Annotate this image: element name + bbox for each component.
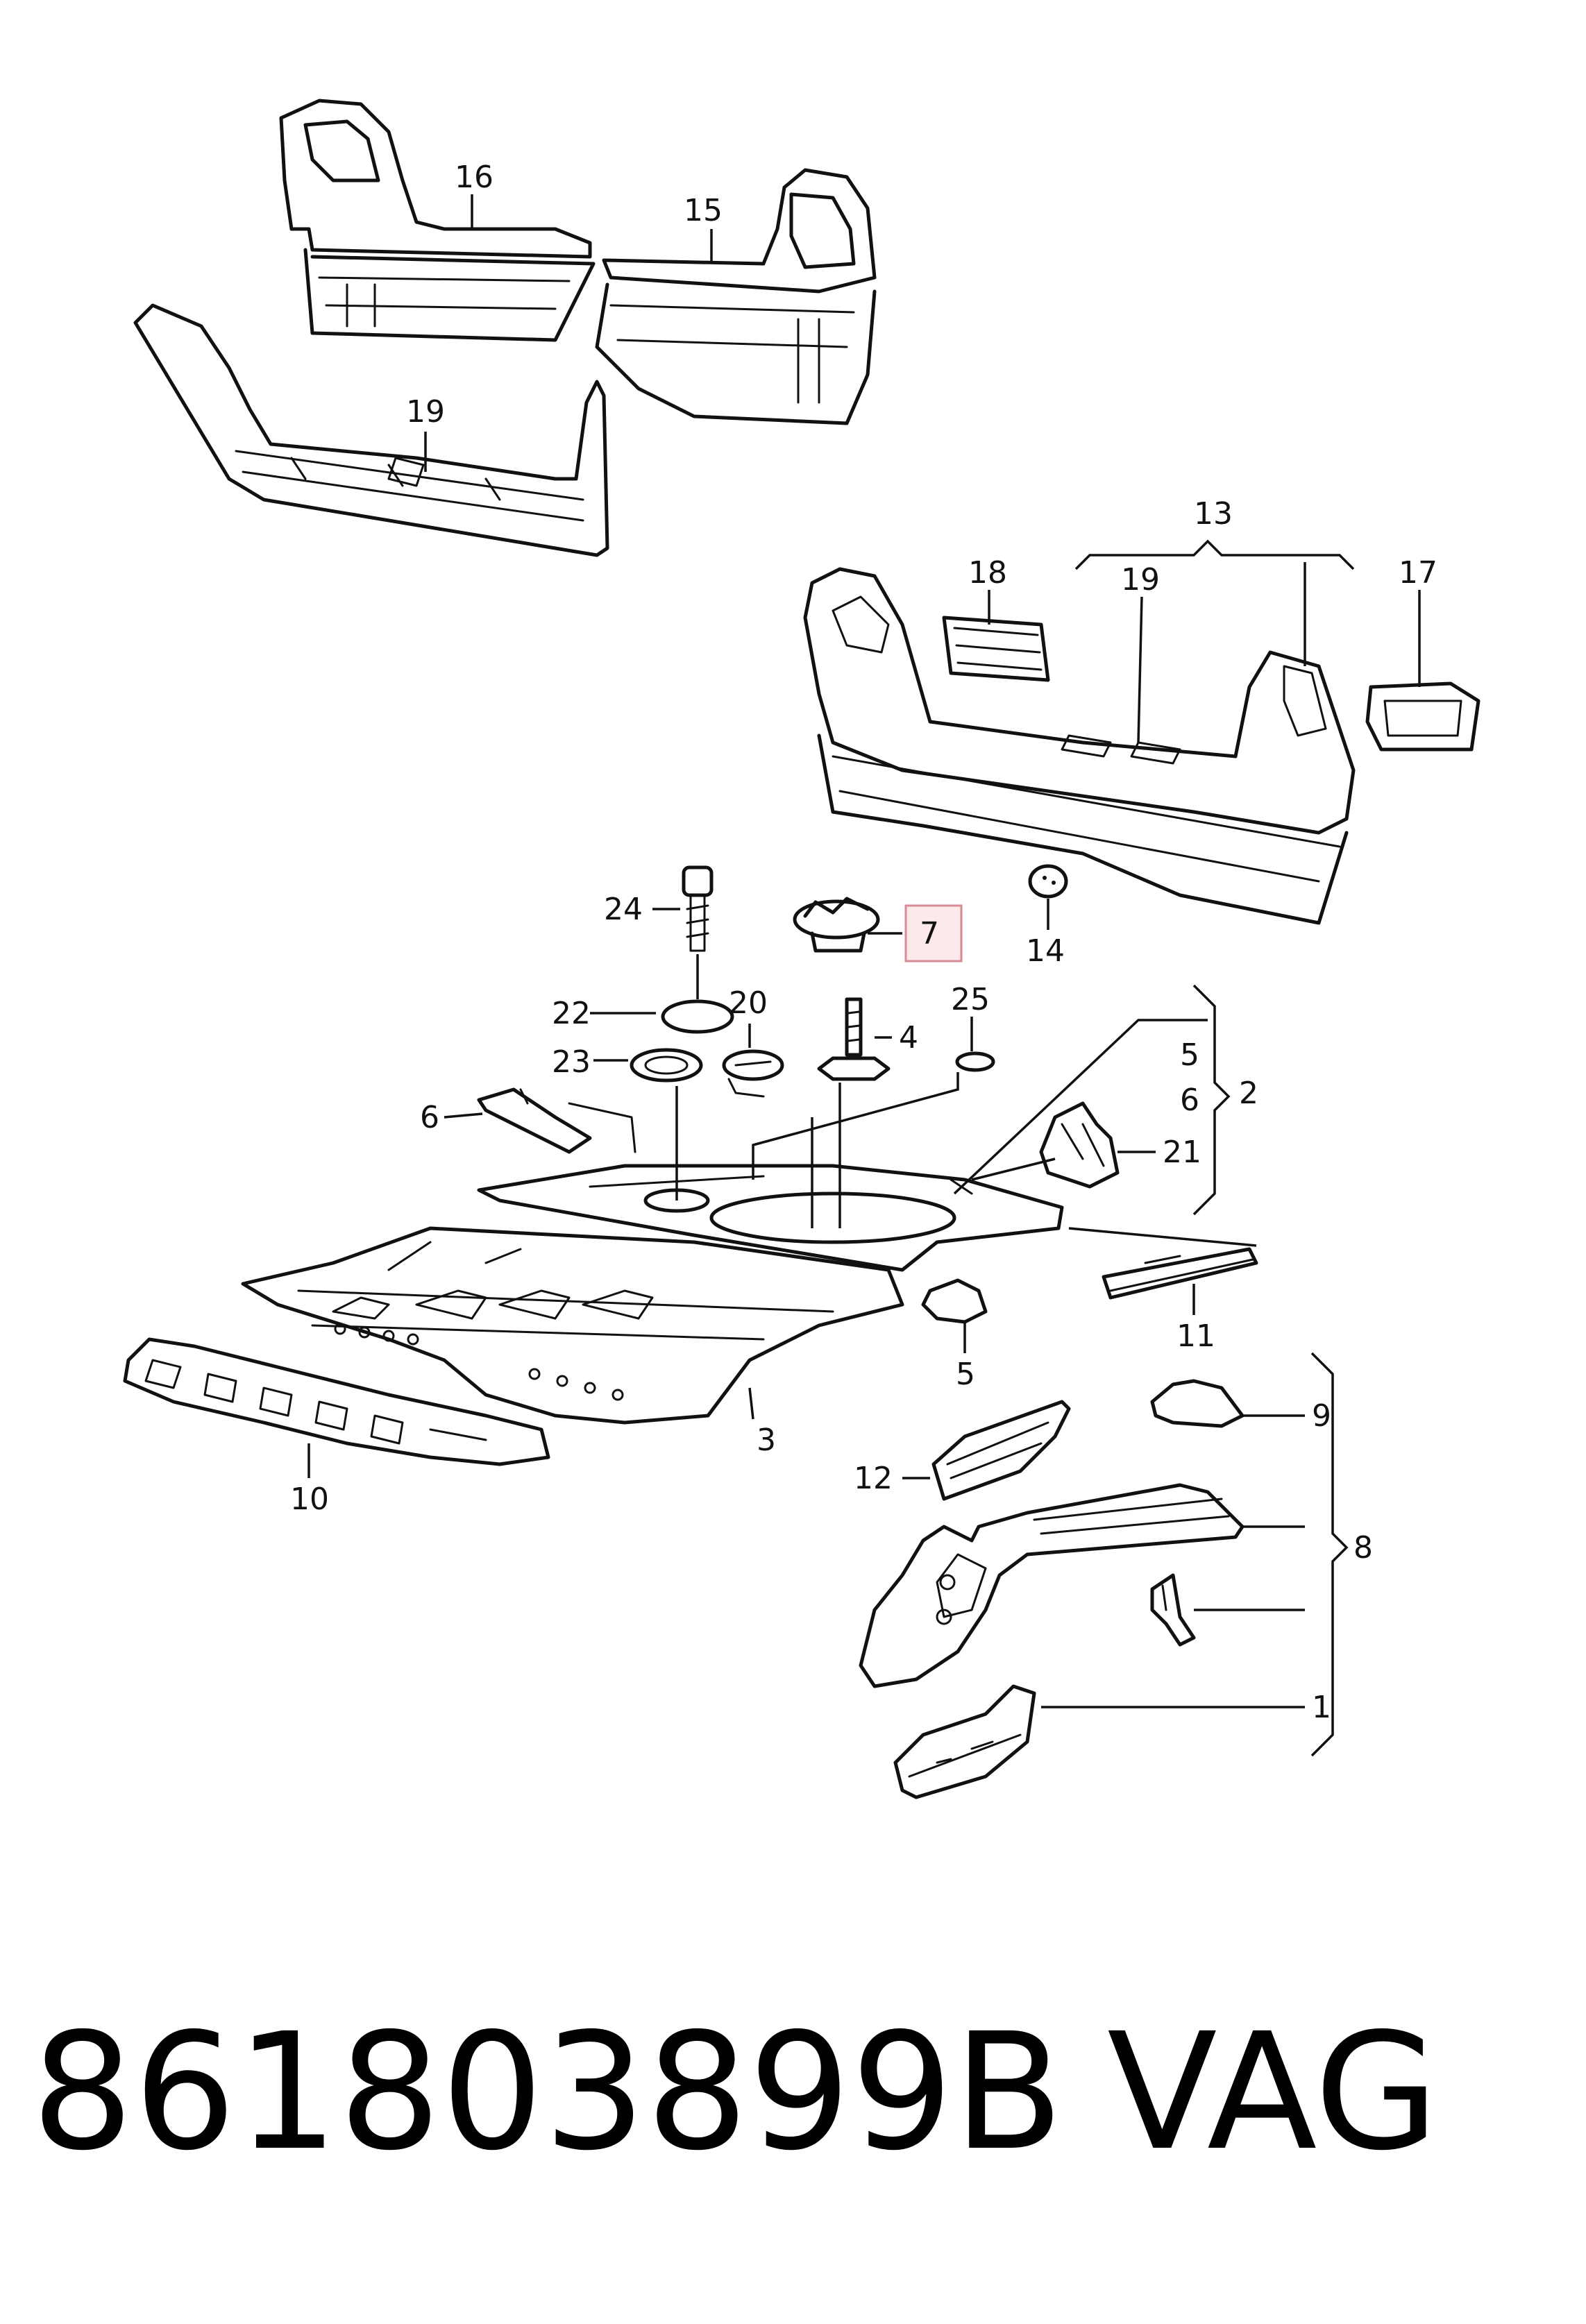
callout-23: 23 xyxy=(552,1044,591,1080)
callout-5-upper: 5 xyxy=(1180,1037,1199,1073)
group-bracket-8 xyxy=(1310,1352,1349,1757)
part-25-washer xyxy=(955,1051,995,1072)
leader-lines xyxy=(424,194,1421,1315)
callout-24: 24 xyxy=(604,892,643,927)
part-11-rail xyxy=(1068,1227,1258,1300)
callout-21: 21 xyxy=(1163,1135,1201,1170)
part-20-plug xyxy=(722,1049,784,1098)
callout-1: 1 xyxy=(1312,1690,1331,1725)
callout-15: 15 xyxy=(684,193,723,228)
part-23-seal xyxy=(630,1048,703,1083)
callout-10: 10 xyxy=(290,1482,329,1517)
part-4-stud xyxy=(817,997,891,1081)
brand-label: VAG xyxy=(1107,1999,1440,2186)
group-bracket-2 xyxy=(1192,984,1231,1216)
callout-3: 3 xyxy=(757,1423,776,1458)
callout-13: 13 xyxy=(1194,496,1233,532)
callout-6-upper: 6 xyxy=(1180,1083,1199,1118)
callout-12: 12 xyxy=(854,1461,893,1496)
callout-2: 2 xyxy=(1239,1076,1258,1111)
part-15-side-panel xyxy=(595,168,877,425)
callout-9: 9 xyxy=(1312,1398,1331,1434)
part-18-bracket xyxy=(942,616,1050,682)
part-16-side-panel xyxy=(279,99,596,342)
part-22-ring xyxy=(661,999,734,1034)
part-8-wheelhouse xyxy=(859,1483,1305,1688)
part-12-channel xyxy=(902,1400,1071,1501)
part-9-bracket xyxy=(1150,1379,1305,1428)
part-24-screw xyxy=(682,865,714,999)
callout-5-lower: 5 xyxy=(956,1357,975,1392)
callout-7: 7 xyxy=(920,916,939,951)
part-2-rear-floor xyxy=(477,1019,1208,1272)
callout-18: 18 xyxy=(968,555,1007,591)
callout-7-highlight-box xyxy=(904,904,963,962)
callout-25: 25 xyxy=(951,982,990,1017)
callout-19-top: 19 xyxy=(406,394,445,430)
part-19-sill-top xyxy=(133,303,609,557)
part-1-rear-member xyxy=(893,1684,1305,1799)
callout-22: 22 xyxy=(552,996,591,1031)
callout-17: 17 xyxy=(1399,555,1437,591)
callout-20: 20 xyxy=(729,985,768,1021)
part-6-bracket xyxy=(477,1087,636,1154)
part-10-crossmember xyxy=(123,1337,550,1478)
part-3-main-floor xyxy=(241,1226,904,1425)
callout-4: 4 xyxy=(899,1020,918,1055)
callout-16: 16 xyxy=(455,160,493,195)
callout-14: 14 xyxy=(1026,933,1065,969)
part-8-bracket xyxy=(1150,1573,1305,1647)
part-number-label: 861803899B xyxy=(31,1999,1064,2186)
part-5-mount xyxy=(921,1278,988,1353)
part-14-grommet xyxy=(1028,864,1068,930)
part-17-end-cap xyxy=(1365,681,1480,752)
part-21-bracket xyxy=(1039,1101,1120,1189)
callout-8: 8 xyxy=(1353,1530,1373,1566)
callout-11: 11 xyxy=(1176,1318,1215,1354)
callout-labels: 16 15 19 13 18 19 17 24 7 14 22 20 25 4 … xyxy=(290,160,1437,1725)
callout-6-lower: 6 xyxy=(420,1100,439,1135)
callout-19-right: 19 xyxy=(1121,562,1160,597)
part-13-sill-assembly xyxy=(803,567,1356,925)
group-bracket-13 xyxy=(1074,539,1355,743)
part-7-retainer xyxy=(793,897,880,953)
